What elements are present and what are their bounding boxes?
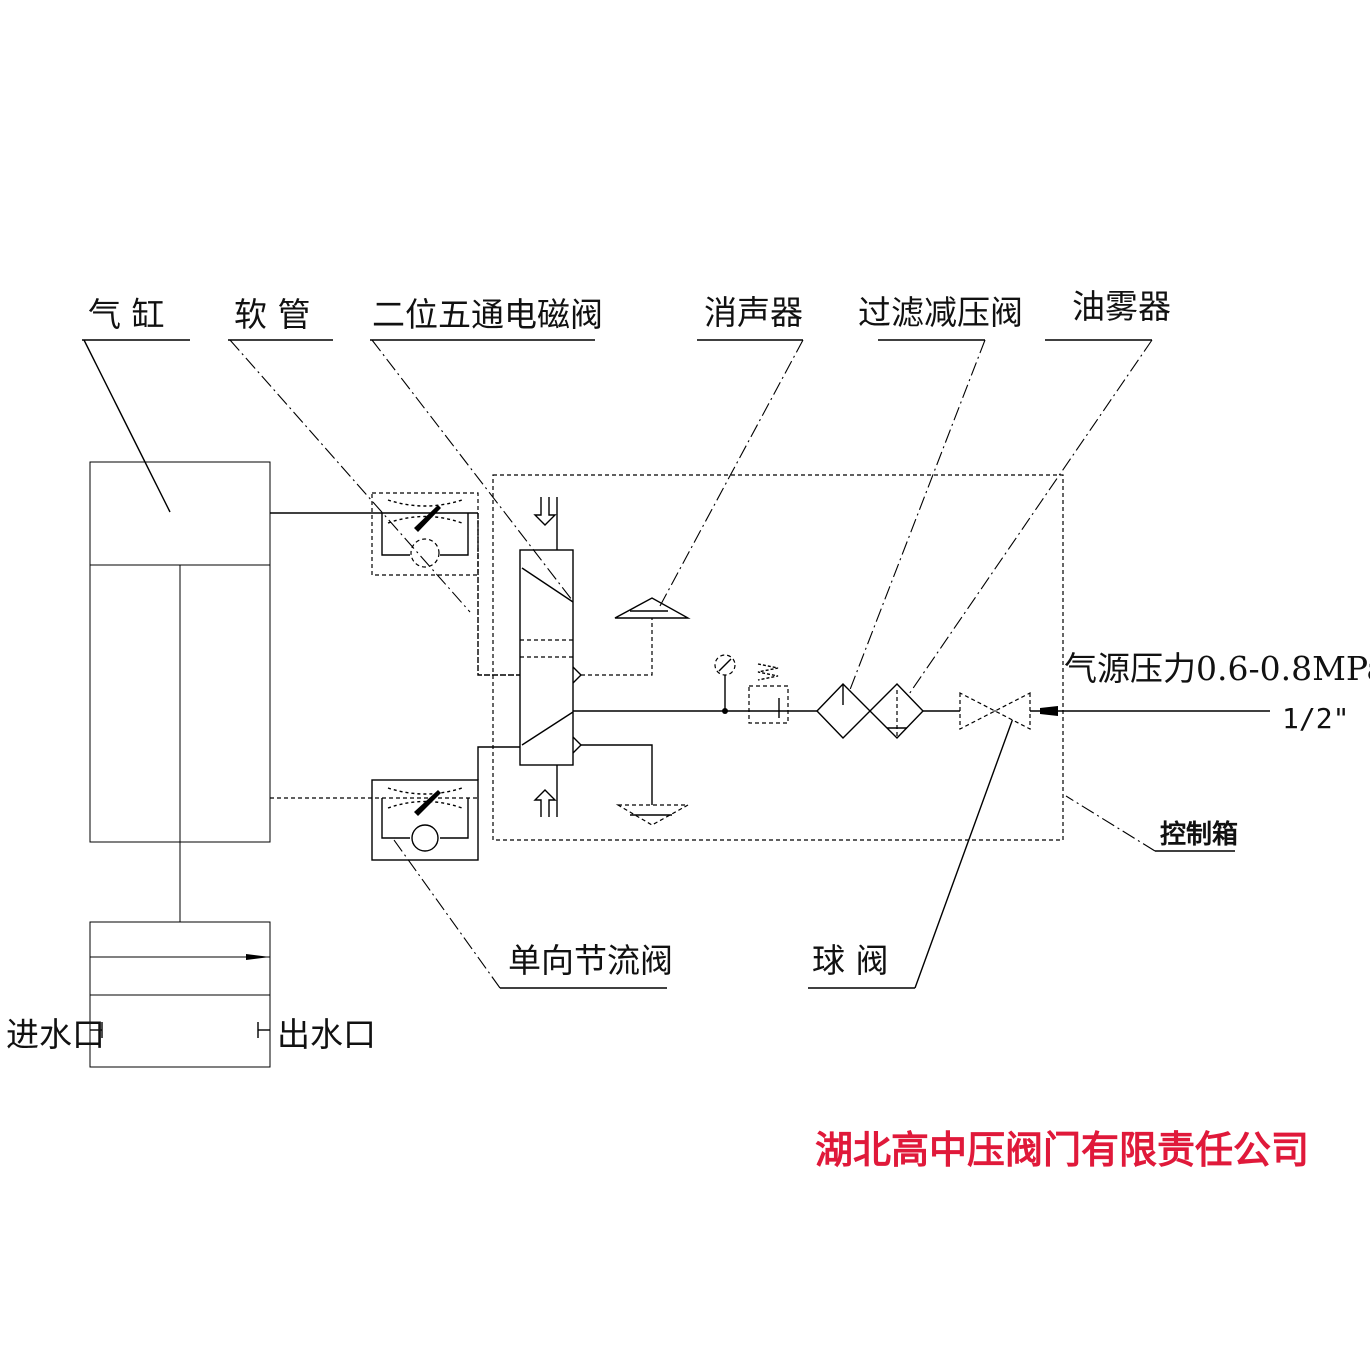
muffler-bottom	[581, 744, 691, 826]
label-ball-valve: 球 阀	[808, 709, 1017, 989]
label-check-throttle-valve: 单向节流阀	[393, 839, 673, 989]
label-lubricator-text: 油雾器	[1072, 287, 1171, 326]
adjustable-arrow-icon	[414, 505, 441, 532]
valve-body	[89, 921, 271, 1068]
label-hose-text: 软 管	[234, 295, 311, 334]
label-filter-regulator: 过滤减压阀	[845, 293, 1023, 701]
cylinder	[89, 461, 271, 922]
label-solenoid-valve: 二位五通电磁阀	[370, 295, 603, 601]
ball-valve	[959, 692, 1031, 730]
air-source-pressure-label: 气源压力0.6-0.8MPa	[1064, 649, 1370, 688]
label-ball-valve-text: 球 阀	[812, 941, 889, 980]
flow-arrow-icon	[246, 954, 270, 960]
label-solenoid-valve-text: 二位五通电磁阀	[372, 295, 603, 334]
label-check-throttle-valve-text: 单向节流阀	[508, 941, 673, 980]
label-cylinder-text: 气 缸	[88, 295, 165, 334]
company-name: 湖北高中压阀门有限责任公司	[815, 1128, 1309, 1172]
lubricator	[869, 683, 924, 739]
control-box-boundary	[492, 474, 1064, 841]
inlet-arrow-icon	[1040, 706, 1058, 716]
label-muffler: 消声器	[659, 293, 804, 607]
label-filter-regulator-text: 过滤减压阀	[858, 293, 1023, 332]
label-lubricator: 油雾器	[904, 287, 1171, 701]
pipe-size-label: 1/2"	[1282, 702, 1349, 735]
water-outlet-label: 出水口	[277, 1015, 376, 1054]
label-cylinder: 气 缸	[82, 295, 190, 513]
filter	[816, 683, 871, 739]
label-control-box: 控制箱	[1065, 795, 1238, 852]
water-inlet-label: 进水口	[6, 1015, 105, 1054]
pressure-regulator	[748, 663, 789, 724]
check-throttle-valve-bottom	[270, 779, 479, 861]
label-hose: 软 管	[228, 295, 471, 613]
label-control-box-text: 控制箱	[1160, 819, 1238, 850]
muffler-top	[581, 597, 691, 676]
solenoid-valve	[477, 497, 582, 817]
adjustable-arrow-icon	[414, 790, 441, 816]
pressure-gauge	[714, 654, 736, 714]
check-throttle-valve-top	[270, 492, 479, 576]
label-muffler-text: 消声器	[704, 293, 803, 332]
